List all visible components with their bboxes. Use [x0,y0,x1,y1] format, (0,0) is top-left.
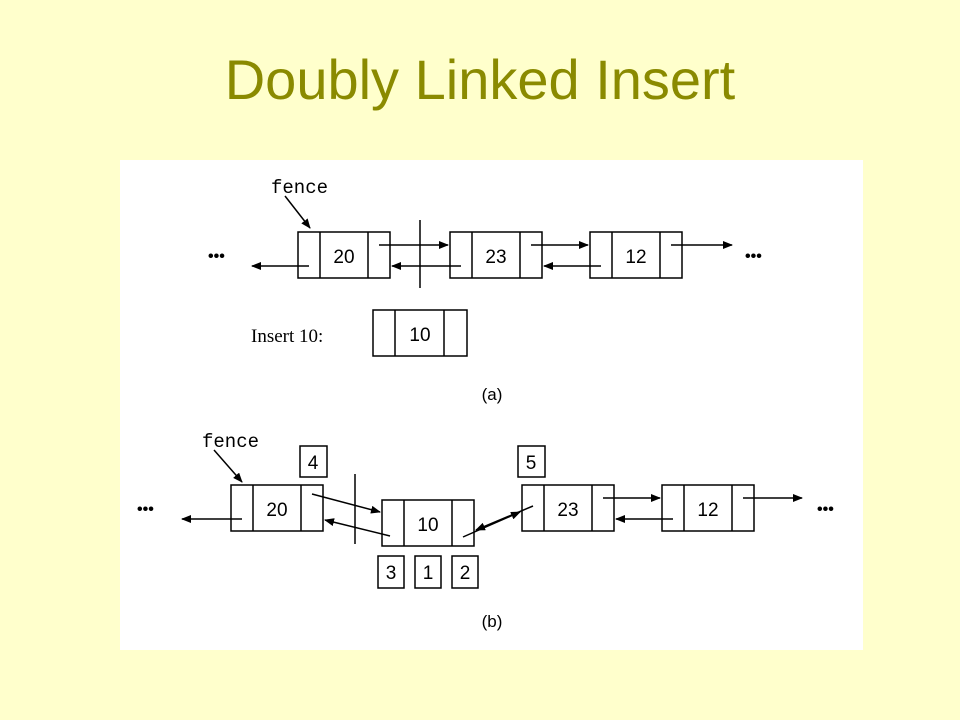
caption-b: (b) [482,612,503,631]
node-a-12 [589,231,683,279]
node-b-23 [521,484,615,532]
node-b-20 [230,484,324,532]
insert-node-value: 10 [409,325,430,346]
caption-a: (a) [482,385,503,404]
step-label-3: 3 [386,563,397,584]
fence-pointer-b [213,449,243,483]
node-b-20-value: 20 [266,500,287,521]
node-b-12 [661,484,755,532]
step-label-1: 1 [423,563,434,584]
node-a-23-value: 23 [485,247,506,268]
node-b-10-value: 10 [417,515,438,536]
ellipsis-right-a: ••• [745,248,762,265]
node-a-23 [449,231,543,279]
node-b-10 [381,499,475,547]
fence-label-b: fence [202,431,259,453]
step-label-5: 5 [526,453,537,474]
node-a-insert-10 [372,309,468,357]
slide-title: Doubly Linked Insert [224,48,736,111]
ellipsis-left-a: ••• [208,248,225,265]
insert-label: Insert 10: [251,326,323,347]
linked-list-diagram: fence ••• ••• 20 23 12 Insert 10: 10 (a)… [137,177,834,631]
node-a-20-value: 20 [333,247,354,268]
node-a-20 [297,231,391,279]
ellipsis-left-b: ••• [137,501,154,518]
diagram-panel: fence ••• ••• 20 23 12 Insert 10: 10 (a)… [120,160,863,650]
ellipsis-right-b: ••• [817,501,834,518]
node-b-12-value: 12 [697,500,718,521]
step-label-4: 4 [308,453,319,474]
fence-pointer-a [284,195,311,229]
step-label-2: 2 [460,563,471,584]
fence-label-a: fence [271,177,328,199]
node-a-12-value: 12 [625,247,646,268]
node-b-23-value: 23 [557,500,578,521]
